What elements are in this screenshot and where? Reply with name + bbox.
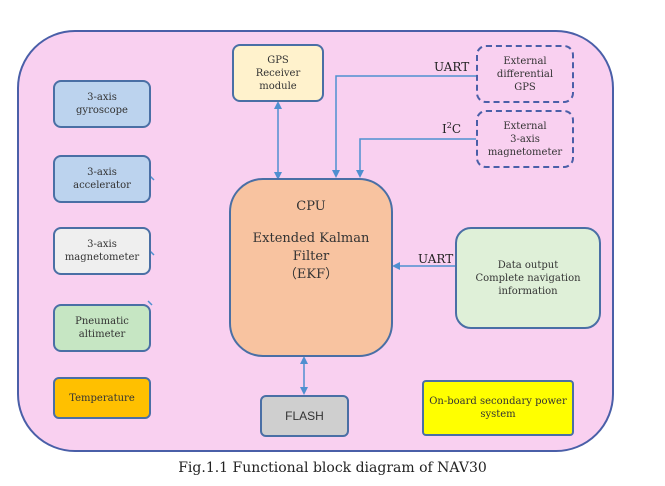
flash-block: FLASH: [260, 395, 349, 437]
uart-right-label: UART: [418, 252, 454, 266]
gps-line-1: GPS: [267, 54, 289, 66]
power-system-block: On-board secondary power system: [422, 380, 574, 436]
ext-gps-uart-link: [332, 75, 476, 178]
cpu-ekf-block: CPU Extended Kalman Filter （EKF）: [229, 178, 393, 357]
mag-line-2: magnetometer: [64, 252, 140, 263]
ext-gps-line-2: differential: [496, 68, 554, 80]
magnetometer-block: 3-axis magnetometer: [53, 227, 151, 275]
i2c-suffix: C: [451, 122, 462, 136]
gyro-line-2: gyroscope: [76, 105, 128, 116]
power-line-2: system: [480, 409, 516, 420]
ext-gps-line-3: GPS: [514, 81, 536, 93]
mag-line-1: 3-axis: [87, 239, 117, 250]
ext-mag-line-1: External: [503, 120, 547, 132]
alt-tick: [147, 300, 153, 306]
alt-line-1: Pneumatic: [75, 316, 129, 327]
accelerometer-block: 3-axis accelerator: [53, 155, 151, 203]
dataout-line-3: information: [498, 285, 558, 297]
dataout-line-1: Data output: [497, 259, 559, 271]
gps-line-3: module: [259, 80, 297, 92]
i2c-superscript: 2: [446, 121, 452, 130]
dataout-line-2: Complete navigation: [475, 272, 581, 284]
flash-label: FLASH: [285, 408, 324, 423]
temperature-block: Temperature: [53, 377, 151, 419]
cpu-line-ekf-1: Extended Kalman: [252, 231, 370, 246]
data-output-block: Data output Complete navigation informat…: [455, 227, 601, 329]
accel-line-1: 3-axis: [87, 167, 117, 178]
altimeter-block: Pneumatic altimeter: [53, 304, 151, 352]
gyroscope-block: 3-axis gyroscope: [53, 80, 151, 128]
gps-line-2: Receiver: [255, 67, 301, 79]
gps-receiver-block: GPS Receiver module: [232, 44, 324, 102]
uart-top-label: UART: [434, 60, 470, 74]
external-gps-block: External differential GPS: [476, 45, 574, 103]
ext-mag-i2c-link: [356, 138, 476, 178]
cpu-title: CPU: [296, 199, 326, 214]
accel-line-2: accelerator: [73, 180, 131, 191]
i2c-label: I2C: [442, 121, 461, 136]
external-magnetometer-block: External 3-axis magnetometer: [476, 110, 574, 168]
gyro-line-1: 3-axis: [87, 92, 117, 103]
ext-mag-line-3: magnetometer: [487, 146, 563, 158]
figure-caption: Fig.1.1 Functional block diagram of NAV3…: [178, 460, 487, 476]
power-line-1: On-board secondary power: [429, 396, 567, 407]
temp-line-1: Temperature: [69, 392, 135, 404]
ext-mag-line-2: 3-axis: [510, 133, 540, 145]
i2c-prefix: I: [442, 122, 447, 136]
alt-line-2: altimeter: [78, 329, 126, 340]
ext-gps-line-1: External: [503, 55, 547, 67]
cpu-line-ekf-2: Filter: [292, 249, 330, 264]
cpu-line-ekf-3: （EKF）: [283, 267, 339, 282]
